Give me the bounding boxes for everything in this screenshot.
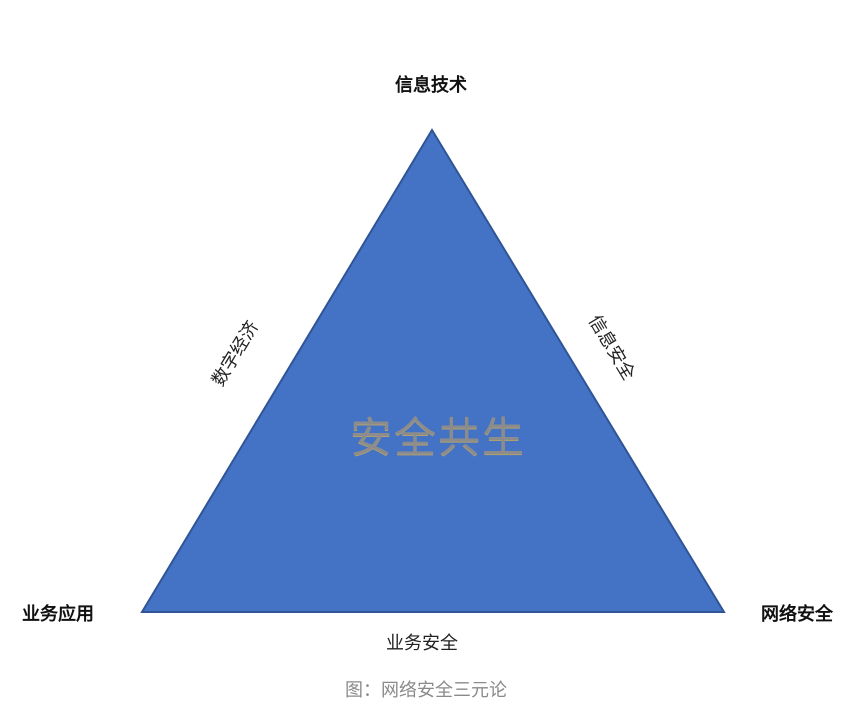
edge-bottom-label: 业务安全: [386, 633, 458, 654]
triangle: [140, 128, 726, 613]
figure-caption: 图：网络安全三元论: [345, 680, 507, 701]
vertex-bottom-left-label: 业务应用: [22, 604, 94, 625]
center-label: 安全共生: [350, 413, 527, 462]
vertex-bottom-right-label: 网络安全: [761, 604, 833, 625]
vertex-top-label: 信息技术: [395, 75, 467, 96]
